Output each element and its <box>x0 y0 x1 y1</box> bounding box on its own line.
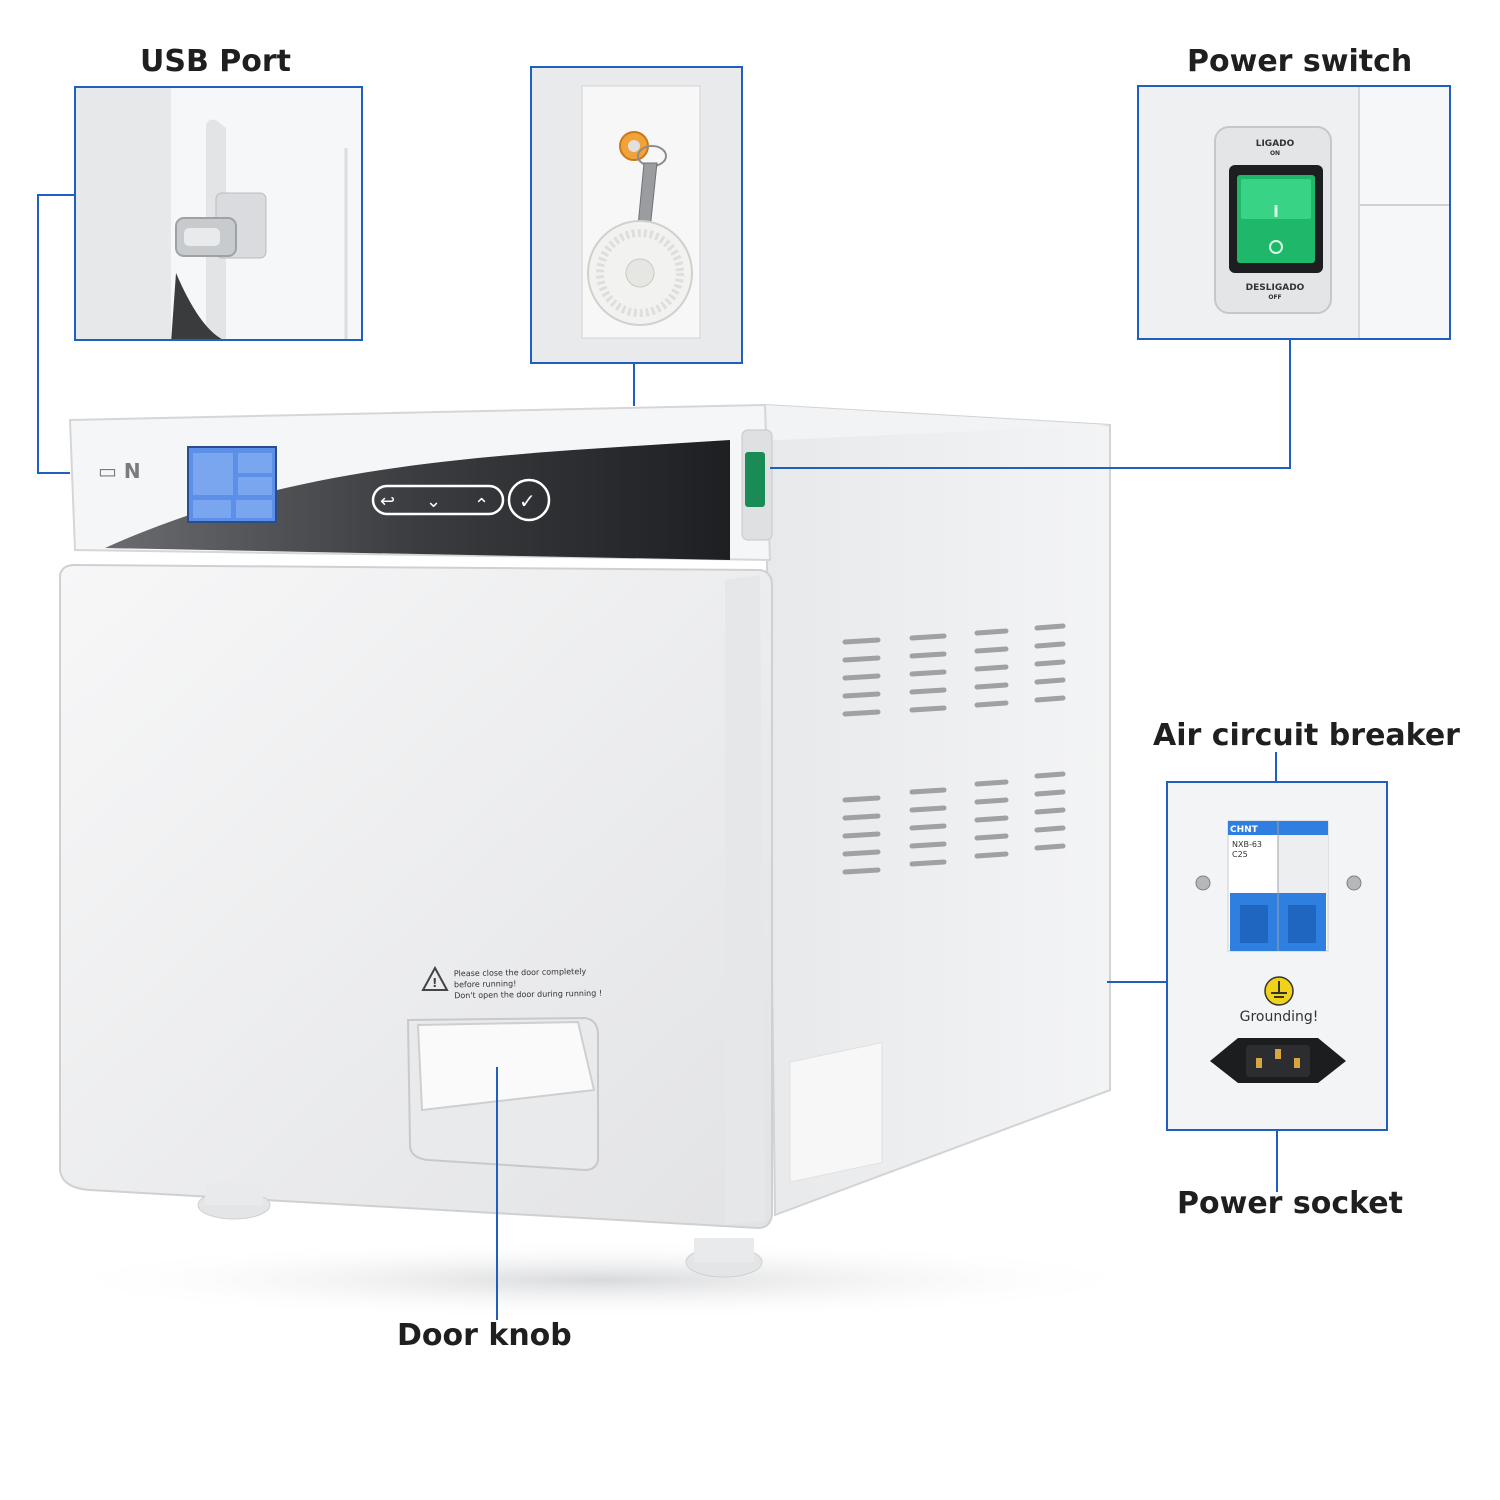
switch-off-text: DESLIGADO <box>1245 283 1305 293</box>
switch-on-label: LIGADO ON <box>1235 139 1315 159</box>
door-lock-inset <box>530 66 743 364</box>
usb-port-image <box>76 88 361 339</box>
svg-text:!: ! <box>432 976 437 990</box>
power-switch-inset: LIGADO ON DESLIGADO OFF <box>1137 85 1451 340</box>
switch-on-text: LIGADO <box>1255 139 1295 149</box>
svg-text:⌄: ⌄ <box>426 491 441 512</box>
power-switch-label: Power switch <box>1187 44 1413 79</box>
control-buttons <box>371 478 551 522</box>
breaker-spec: NXB-63 C25 <box>1232 840 1262 860</box>
breaker-model: NXB-63 <box>1232 840 1263 849</box>
breaker-socket-inset: CHNT NXB-63 C25 Grounding! <box>1166 781 1388 1131</box>
side-vents <box>842 623 1066 875</box>
power-switch-image <box>1139 87 1449 338</box>
door-lock-image <box>532 68 741 362</box>
grounding-label: Grounding! <box>1239 1009 1319 1025</box>
svg-text:✓: ✓ <box>519 489 536 513</box>
breaker-socket-image <box>1168 783 1386 1129</box>
door-warning: Please close the door completely before … <box>454 966 602 1002</box>
breaker-rating: C25 <box>1232 850 1248 859</box>
door-knob-label: Door knob <box>397 1318 572 1353</box>
breaker-brand: CHNT <box>1230 825 1258 835</box>
switch-on-sub: ON <box>1269 150 1281 157</box>
air-circuit-breaker-label: Air circuit breaker <box>1153 718 1460 753</box>
switch-off-label: DESLIGADO OFF <box>1231 283 1319 303</box>
switch-off-sub: OFF <box>1268 294 1282 301</box>
svg-text:▭ N: ▭ N <box>98 459 141 483</box>
usb-port-inset <box>74 86 363 341</box>
usb-port-label: USB Port <box>140 44 292 79</box>
power-socket-label: Power socket <box>1177 1186 1403 1221</box>
svg-text:⌃: ⌃ <box>474 495 489 516</box>
svg-text:↩: ↩ <box>380 491 395 512</box>
